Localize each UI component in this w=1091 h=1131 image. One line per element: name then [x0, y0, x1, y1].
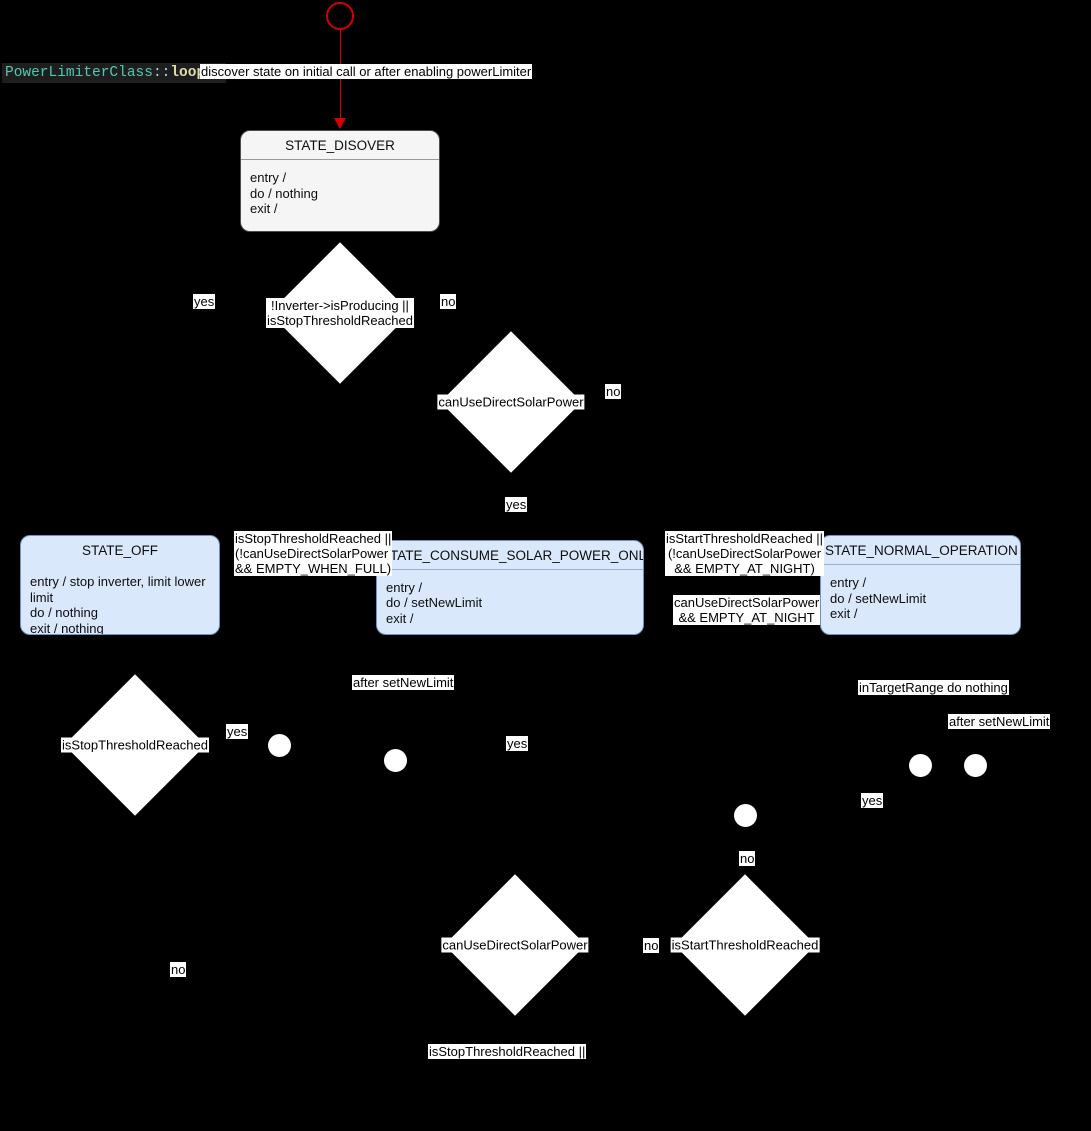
start-transition-arrow-head: [334, 118, 346, 129]
edge-label-yes-2: yes: [505, 497, 528, 512]
state-box-discover[interactable]: STATE_DISOVER entry / do / nothing exit …: [240, 130, 440, 232]
edge-label-yes-5: yes: [861, 793, 884, 808]
state-box-off[interactable]: STATE_OFF entry / stop inverter, limit l…: [20, 535, 220, 635]
decision-inverter-producing[interactable]: !Inverter->isProducing || isStopThreshol…: [266, 242, 414, 384]
start-transition-label: discover state on initial call or after …: [200, 64, 533, 79]
junction-node-5: [734, 804, 757, 827]
decision-can-use-direct-solar-power-top[interactable]: canUseDirectSolarPower: [437, 331, 585, 473]
edge-label-no-2: no: [605, 384, 622, 399]
class-name-token: PowerLimiterClass: [5, 65, 153, 81]
edge-label-bottom-guard: isStopThresholdReached ||: [428, 1044, 587, 1059]
edge-label-yes-3: yes: [226, 724, 249, 739]
edge-label-after-setnewlimit-2: after setNewLimit: [948, 714, 1051, 729]
edge-label-no-1: no: [440, 294, 457, 309]
state-title-consume-solar: STATE_CONSUME_SOLAR_POWER_ONLY: [381, 548, 644, 563]
edge-label-guard-off-to-consume: isStopThresholdReached || (!canUseDirect…: [234, 531, 393, 576]
state-divider: [241, 159, 439, 160]
decision-label: isStopThresholdReached: [61, 737, 209, 753]
start-node-icon: [326, 2, 354, 30]
junction-node-3: [909, 754, 932, 777]
junction-node-4: [964, 754, 987, 777]
edge-label-guard-start-threshold: isStartThresholdReached || (!canUseDirec…: [665, 531, 825, 576]
state-divider: [377, 569, 643, 570]
state-title-normal-operation: STATE_NORMAL_OPERATION: [825, 543, 1018, 558]
state-actions-off: entry / stop inverter, limit lower limit…: [30, 574, 206, 635]
page-title-code-chip: PowerLimiterClass::loop(): [2, 63, 226, 83]
state-divider: [821, 564, 1020, 565]
edge-label-guard-empty-at-night: canUseDirectSolarPower && EMPTY_AT_NIGHT: [673, 595, 821, 625]
edge-label-in-target-range: inTargetRange do nothing: [858, 680, 1009, 695]
edge-label-no-3: no: [739, 851, 756, 866]
edge-label-no-5: no: [170, 962, 187, 977]
decision-label: isStartThresholdReached: [670, 937, 820, 953]
decision-label: !Inverter->isProducing || isStopThreshol…: [266, 298, 414, 328]
junction-node-1: [268, 734, 291, 757]
state-actions-consume-solar: entry / do / setNewLimit exit /: [386, 579, 483, 626]
decision-can-use-direct-solar-power-bottom[interactable]: canUseDirectSolarPower: [441, 874, 589, 1016]
state-actions-normal-operation: entry / do / setNewLimit exit /: [830, 575, 927, 621]
state-box-consume-solar-power-only[interactable]: STATE_CONSUME_SOLAR_POWER_ONLY entry / d…: [376, 540, 644, 635]
state-title-off: STATE_OFF: [81, 543, 158, 558]
edge-label-yes-1: yes: [193, 294, 216, 309]
edge-label-after-setnewlimit-1: after setNewLimit: [352, 675, 455, 690]
edge-label-no-4: no: [643, 938, 660, 953]
state-box-normal-operation[interactable]: STATE_NORMAL_OPERATION entry / do / setN…: [820, 535, 1021, 635]
decision-label: canUseDirectSolarPower: [437, 394, 585, 410]
state-title-discover: STATE_DISOVER: [285, 138, 395, 153]
state-actions-discover: entry / do / nothing exit /: [250, 170, 318, 216]
decision-is-start-threshold-reached[interactable]: isStartThresholdReached: [670, 874, 820, 1016]
decision-label: canUseDirectSolarPower: [441, 937, 589, 953]
decision-is-stop-threshold-reached[interactable]: isStopThresholdReached: [61, 674, 209, 816]
junction-node-2: [384, 749, 407, 772]
edge-label-yes-4: yes: [506, 736, 529, 751]
scope-operator-token: ::: [152, 65, 171, 81]
